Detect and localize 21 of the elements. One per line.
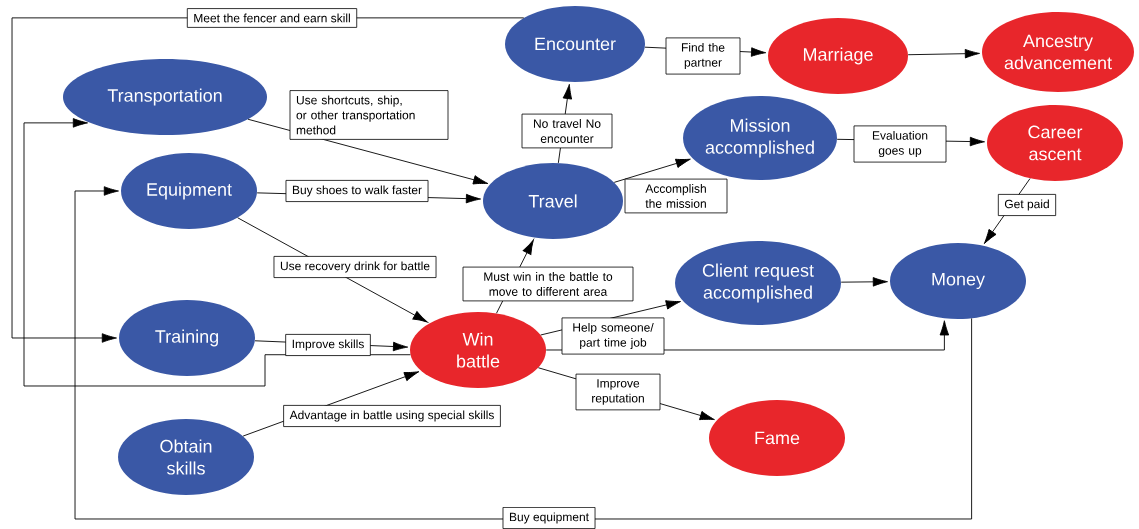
edge-label: Meet the fencer and earn skill [186, 8, 358, 28]
edge-label: No travel No encounter [521, 113, 613, 149]
arrow [840, 277, 888, 287]
edge-label: Get paid [997, 194, 1057, 216]
arrow [74, 186, 973, 520]
arrow [247, 118, 489, 185]
edge-label: Find the partner [665, 37, 741, 75]
edge-label: Use recovery drink for battle [273, 256, 437, 278]
edge-label: Must win in the battle to move to different area [462, 266, 634, 302]
arrow [907, 48, 980, 59]
edge-label: Use shortcuts, ship, or other transportation method [289, 90, 449, 140]
arrow [613, 158, 691, 183]
edge-label: Evaluation goes up [853, 125, 947, 163]
arrow [983, 178, 1031, 244]
edge-label: Advantage in battle using special skills [283, 405, 501, 427]
edge-label: Help someone/ part time job [561, 317, 665, 355]
edge-label: Buy equipment [502, 507, 596, 529]
edge-label: Buy shoes to walk faster [285, 180, 429, 202]
edge-label: Improve reputation [575, 373, 661, 411]
edge-label: Accomplish the mission [624, 178, 728, 214]
edge-label: Improve skills [285, 334, 371, 356]
